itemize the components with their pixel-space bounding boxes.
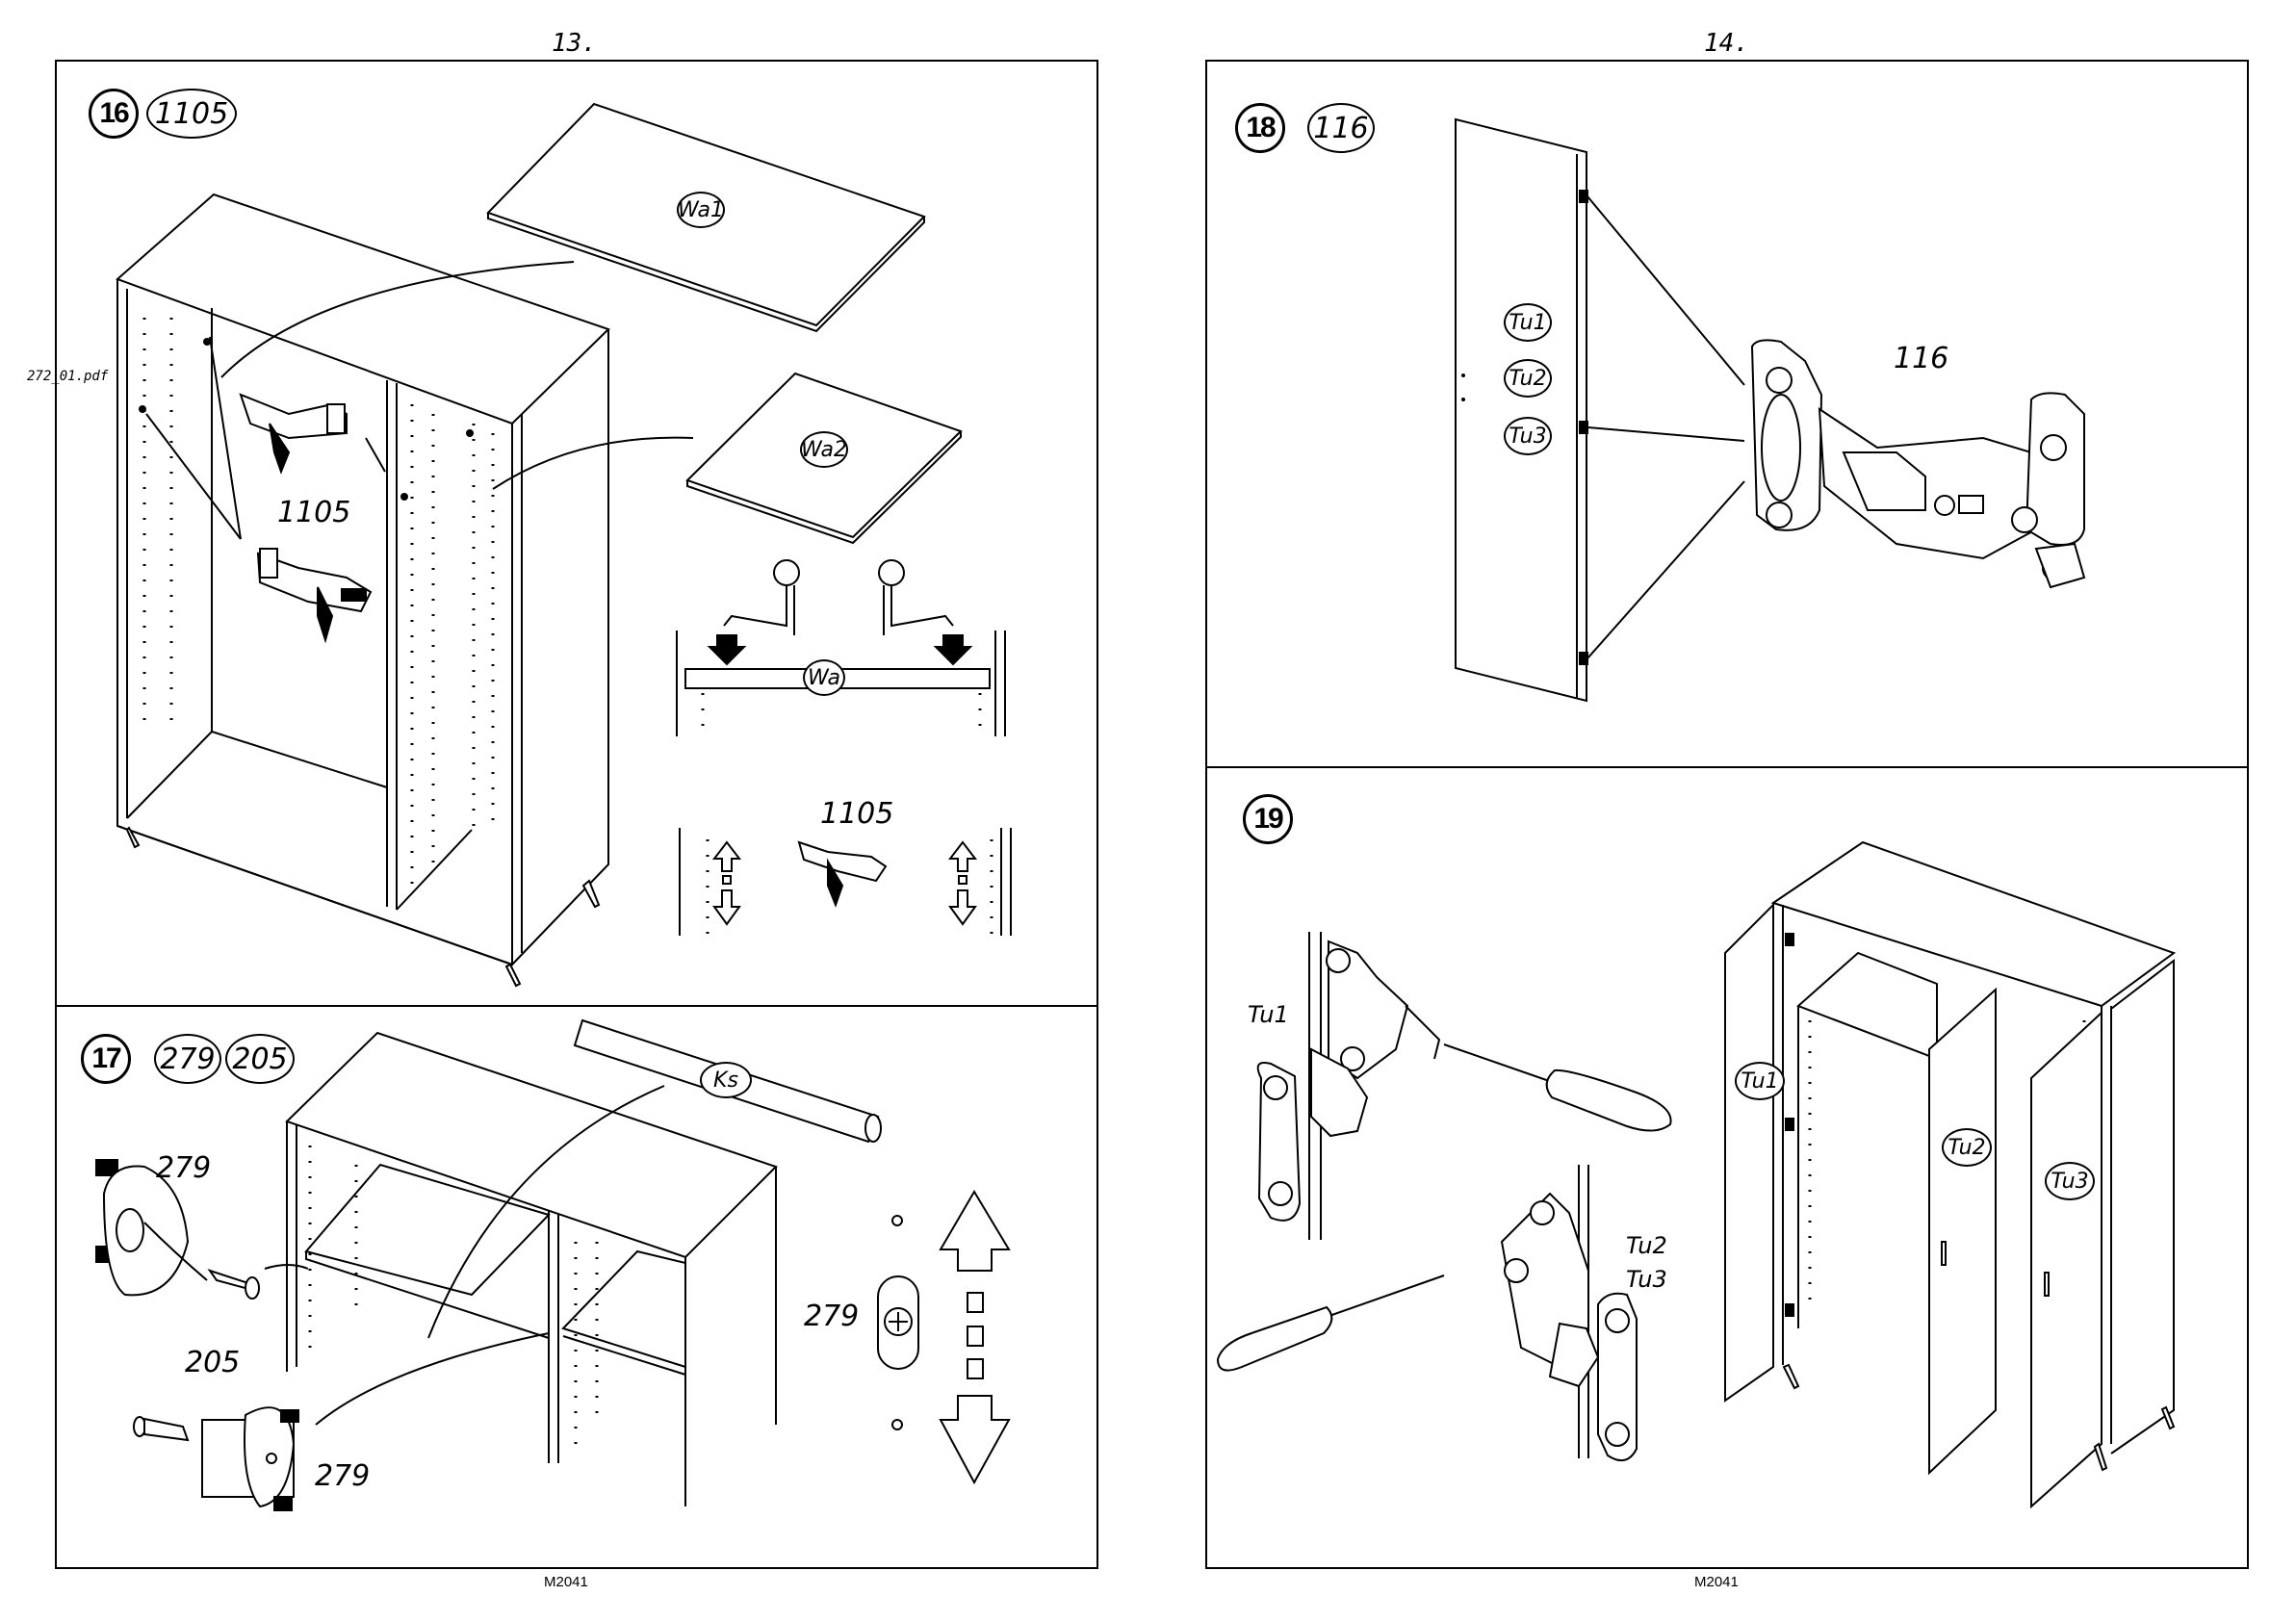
part-id-116: 116: [1307, 103, 1375, 153]
label-tu2-door: Tu2: [1942, 1128, 1992, 1167]
shelf-pin-1105-b: [258, 549, 371, 640]
label-279-bracket-b: 279: [315, 1459, 370, 1493]
label-tu2-hinge: Tu2: [1626, 1232, 1667, 1259]
label-1105-adjust: 1105: [820, 797, 893, 831]
label-tu2: Tu2: [1504, 359, 1552, 398]
label-205: 205: [185, 1346, 240, 1379]
cam-adjust-diagram: [878, 1192, 1009, 1482]
step-number-16: 16: [89, 89, 139, 139]
step-number-19: 19: [1243, 794, 1293, 844]
screw-17-b: [134, 1417, 188, 1440]
label-tu1-hinge: Tu1: [1248, 1001, 1289, 1028]
step-number-18: 18: [1235, 103, 1285, 153]
door-panel-18: [1456, 119, 1744, 701]
label-tu1-door: Tu1: [1735, 1062, 1785, 1100]
label-279-bracket-a: 279: [156, 1151, 211, 1185]
lift-diagram: [677, 560, 1005, 736]
label-279-cam: 279: [804, 1300, 859, 1333]
label-wa: Wa: [803, 659, 845, 696]
label-ks: Ks: [700, 1062, 752, 1098]
wardrobe-carcass-16: [117, 194, 693, 986]
bracket-279-b: [202, 1407, 298, 1510]
label-tu3: Tu3: [1504, 417, 1552, 455]
screw-17-a: [210, 1271, 259, 1299]
wardrobe-doors-open-19: [1725, 842, 2174, 1506]
pin-adjust-diagram: [680, 828, 1011, 936]
part-id-205: 205: [225, 1034, 295, 1084]
part-id-1105: 1105: [146, 89, 237, 139]
hinge-install-tu1: [1258, 932, 1671, 1240]
step-number-17: 17: [81, 1034, 131, 1084]
label-wa1: Wa1: [677, 192, 725, 228]
wardrobe-top-section-17: [265, 1020, 881, 1506]
hinge-116: [1752, 340, 2084, 587]
shelf-pin-1105-a: [241, 395, 347, 472]
label-116-hinge: 116: [1894, 342, 1948, 375]
label-wa2: Wa2: [800, 431, 848, 468]
part-id-279: 279: [154, 1034, 221, 1084]
label-tu3-hinge: Tu3: [1626, 1266, 1667, 1293]
label-tu3-door: Tu3: [2045, 1162, 2095, 1200]
label-1105-carcass: 1105: [277, 496, 350, 529]
label-tu1: Tu1: [1504, 303, 1552, 342]
